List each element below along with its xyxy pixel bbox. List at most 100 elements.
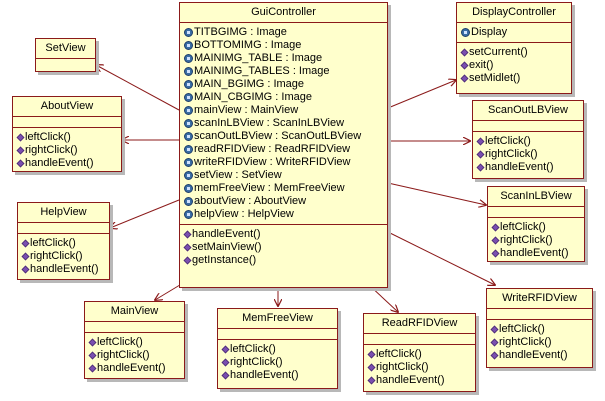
attribute-icon — [184, 28, 193, 37]
class-aboutview[interactable]: AboutView leftClick()rightClick()handleE… — [12, 96, 122, 172]
class-scaninlbview[interactable]: ScanInLBView leftClick()rightClick()hand… — [487, 186, 585, 262]
attributes-compartment: Display — [457, 23, 571, 43]
attribute-label: MAINIMG_TABLES : Image — [194, 65, 330, 77]
operation-icon — [21, 239, 30, 248]
operation-icon — [183, 256, 192, 265]
operation-row: rightClick() — [16, 144, 117, 157]
operation-row: leftClick() — [476, 135, 579, 148]
attribute-row: MAINIMG_TABLES : Image — [184, 65, 383, 78]
attributes-compartment — [473, 121, 583, 132]
attribute-label: memFreeView : MemFreeView — [194, 182, 345, 194]
attribute-row: readRFIDView : ReadRFIDView — [184, 143, 383, 156]
class-scanoutlbview[interactable]: ScanOutLBView leftClick()rightClick()han… — [472, 100, 584, 179]
operations-compartment: leftClick()rightClick()handleEvent() — [364, 345, 475, 390]
operation-row: handleEvent() — [183, 228, 383, 241]
attribute-label: MAIN_CBGIMG : Image — [194, 91, 312, 103]
operation-label: handleEvent() — [25, 157, 94, 169]
attribute-icon — [184, 171, 193, 180]
operation-icon — [16, 159, 25, 168]
attribute-icon — [184, 145, 193, 154]
operation-label: leftClick() — [499, 323, 545, 335]
class-writerfidview[interactable]: WriteRFIDView leftClick()rightClick()han… — [486, 288, 593, 368]
operation-icon — [460, 61, 469, 70]
operation-label: leftClick() — [230, 343, 276, 355]
attribute-label: BOTTOMIMG : Image — [194, 39, 302, 51]
operation-row: handleEvent() — [476, 161, 579, 174]
operation-row: handleEvent() — [491, 247, 580, 260]
class-helpview[interactable]: HelpView leftClick()rightClick()handleEv… — [17, 202, 110, 280]
class-readrfidview[interactable]: ReadRFIDView leftClick()rightClick()hand… — [363, 313, 476, 392]
operations-compartment: leftClick()rightClick()handleEvent() — [18, 234, 109, 279]
attributes-compartment — [85, 322, 184, 333]
operations-compartment: handleEvent()setMainView()getInstance() — [180, 225, 387, 270]
attributes-compartment — [13, 117, 121, 128]
operation-row: handleEvent() — [221, 369, 333, 382]
operation-row: leftClick() — [21, 237, 105, 250]
operation-row: setMidlet() — [460, 72, 567, 85]
attribute-row: TITBGIMG : Image — [184, 26, 383, 39]
attribute-row: setView : SetView — [184, 169, 383, 182]
operation-label: handleEvent() — [30, 263, 99, 275]
attribute-label: aboutView : AboutView — [194, 195, 307, 207]
attribute-row: MAINIMG_TABLE : Image — [184, 52, 383, 65]
class-memfreeview[interactable]: MemFreeView leftClick()rightClick()handl… — [217, 308, 338, 389]
class-name: MainView — [85, 302, 184, 322]
operation-row: rightClick() — [490, 336, 588, 349]
class-name: GuiController — [180, 3, 387, 23]
attribute-row: memFreeView : MemFreeView — [184, 182, 383, 195]
operation-icon — [490, 325, 499, 334]
attribute-label: MAIN_BGIMG : Image — [194, 78, 305, 90]
class-setview[interactable]: SetView — [35, 38, 96, 72]
operation-label: rightClick() — [485, 148, 538, 160]
attribute-row: scanOutLBView : ScanOutLBView — [184, 130, 383, 143]
operation-label: exit() — [469, 59, 494, 71]
attributes-compartment — [36, 59, 95, 69]
attribute-label: scanOutLBView : ScanOutLBView — [194, 130, 362, 142]
attribute-label: scanInLBView : ScanInLBView — [194, 117, 345, 129]
attribute-icon — [184, 210, 193, 219]
operation-label: handleEvent() — [192, 228, 261, 240]
attribute-icon — [184, 54, 193, 63]
operation-icon — [88, 338, 97, 347]
attribute-icon — [184, 93, 193, 102]
operations-compartment: leftClick()rightClick()handleEvent() — [218, 340, 337, 385]
attribute-icon — [184, 80, 193, 89]
attribute-row: scanInLBView : ScanInLBView — [184, 117, 383, 130]
attribute-row: mainView : MainView — [184, 104, 383, 117]
attribute-icon — [184, 184, 193, 193]
operation-row: setCurrent() — [460, 46, 567, 59]
operations-compartment: setCurrent()exit()setMidlet() — [457, 43, 571, 88]
operation-icon — [21, 265, 30, 274]
attributes-compartment — [364, 334, 475, 345]
attribute-icon — [184, 158, 193, 167]
operation-row: rightClick() — [367, 361, 471, 374]
attributes-compartment — [488, 207, 584, 218]
operation-icon — [476, 150, 485, 159]
operation-label: handleEvent() — [500, 247, 569, 259]
operation-row: handleEvent() — [16, 157, 117, 170]
attribute-icon — [184, 197, 193, 206]
attribute-label: mainView : MainView — [194, 104, 299, 116]
operation-row: rightClick() — [221, 356, 333, 369]
operation-label: leftClick() — [500, 221, 546, 233]
arrow-to-displaycontroller — [387, 80, 456, 109]
operation-row: leftClick() — [367, 348, 471, 361]
attribute-icon — [184, 41, 193, 50]
attribute-label: TITBGIMG : Image — [194, 26, 287, 38]
operation-label: rightClick() — [30, 250, 83, 262]
class-displaycontroller[interactable]: DisplayController Display setCurrent()ex… — [456, 2, 572, 94]
class-name: AboutView — [13, 97, 121, 117]
operation-label: leftClick() — [485, 135, 531, 147]
operation-icon — [367, 376, 376, 385]
operation-icon — [21, 252, 30, 261]
attribute-row: MAIN_CBGIMG : Image — [184, 91, 383, 104]
operation-icon — [221, 371, 230, 380]
attributes-compartment — [487, 309, 592, 320]
operation-icon — [476, 137, 485, 146]
class-mainview[interactable]: MainView leftClick()rightClick()handleEv… — [84, 301, 185, 379]
operation-label: rightClick() — [25, 144, 78, 156]
operation-icon — [221, 345, 230, 354]
attribute-icon — [184, 132, 193, 141]
attribute-icon — [461, 28, 470, 37]
